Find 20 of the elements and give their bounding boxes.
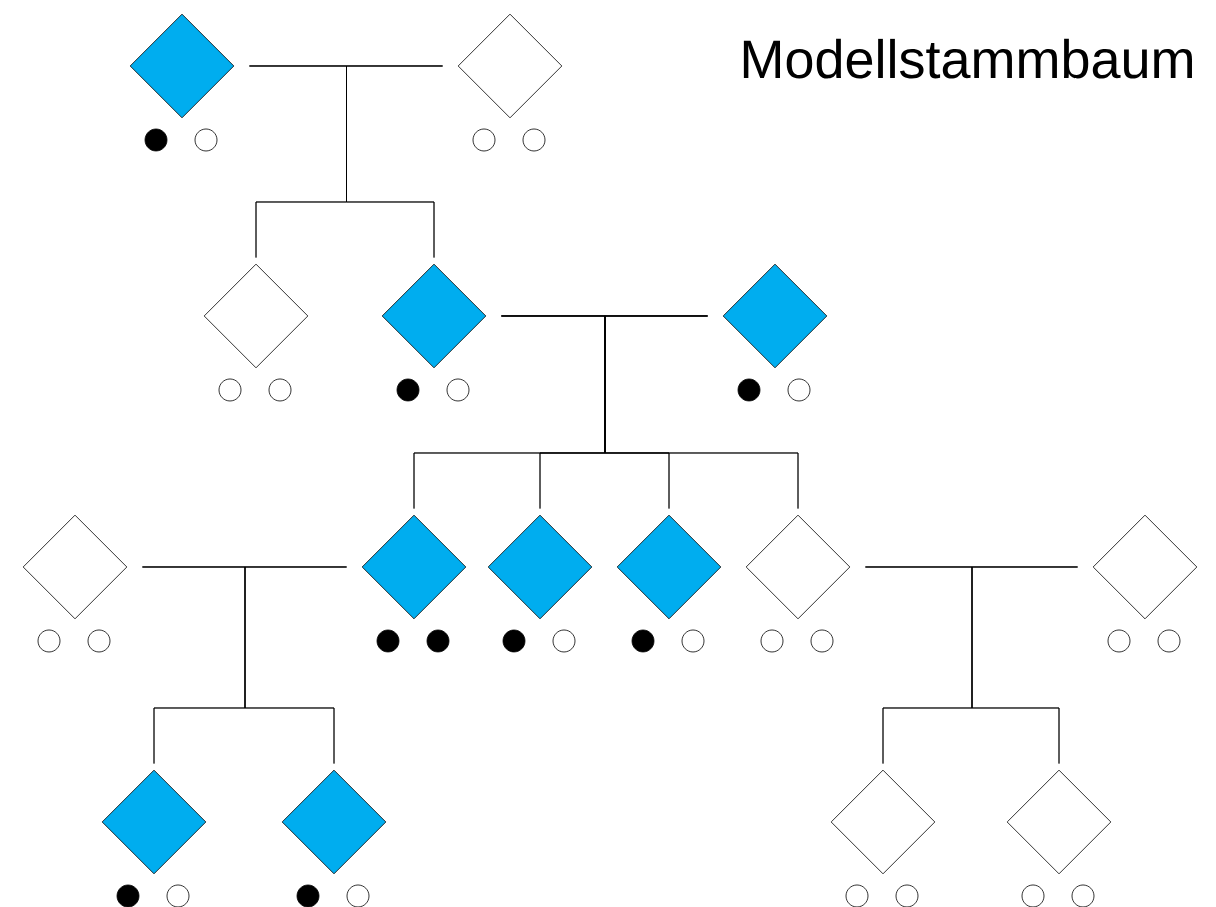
pedigree-diamond (616, 514, 722, 620)
pedigree-diamond (830, 769, 936, 875)
pedigree-diamond (1092, 514, 1198, 620)
pedigree-diamond (101, 769, 207, 875)
pedigree-diamond (203, 263, 309, 369)
descent-line (244, 566, 347, 764)
pedigree-diamond (381, 263, 487, 369)
pedigree-diamond (487, 514, 593, 620)
diagram-title: Modellstammbaum (743, 38, 1192, 79)
pedigree-diamond (457, 13, 563, 119)
pedigree-diamond (129, 13, 235, 119)
descent-line (971, 566, 1078, 764)
pedigree-diamond (1006, 769, 1112, 875)
pedigree-diamond (22, 514, 128, 620)
pedigree-diamond (281, 769, 387, 875)
descent-line (346, 65, 443, 258)
pedigree-diamond (722, 263, 828, 369)
pedigree-diamond (745, 514, 851, 620)
descent-line (604, 315, 799, 509)
pedigree-diamond (361, 514, 467, 620)
